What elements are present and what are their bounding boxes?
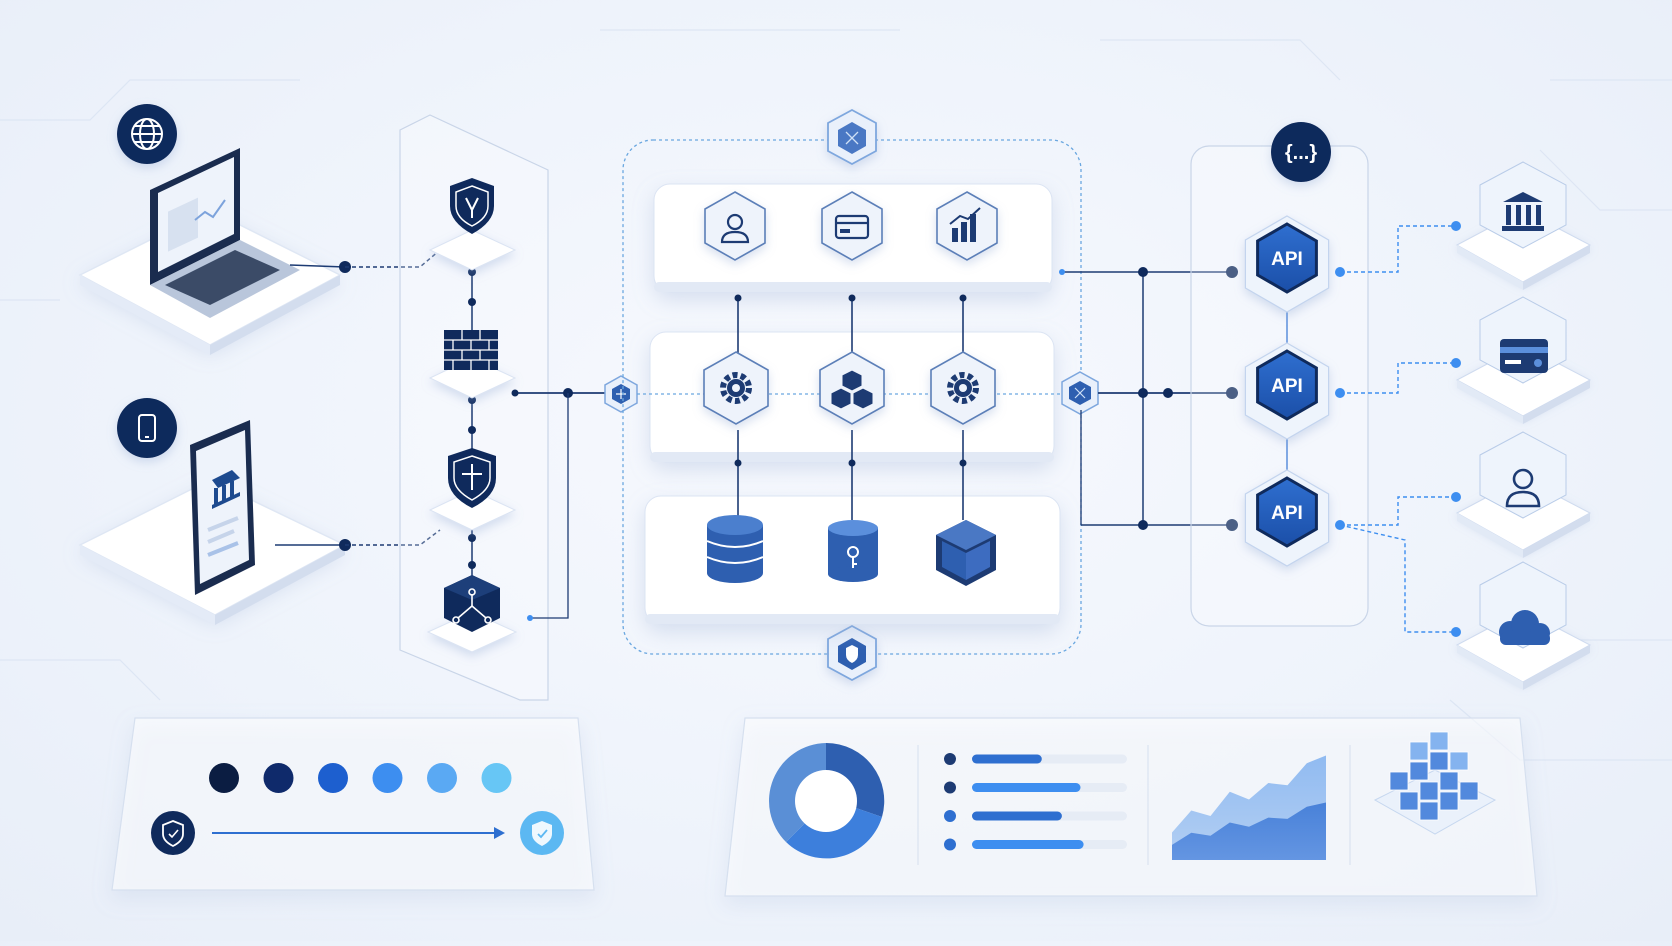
security-tile-shield-check xyxy=(428,448,517,531)
security-core-connectors xyxy=(511,388,620,621)
core-top-hex xyxy=(827,108,877,166)
list-bars xyxy=(944,753,1127,851)
area-series-front xyxy=(1172,802,1326,860)
shield-check-icon xyxy=(448,448,496,508)
external-user xyxy=(1455,431,1592,558)
list-bullet xyxy=(944,838,956,851)
client-laptop-group xyxy=(78,148,342,355)
api-hex xyxy=(1256,349,1318,421)
service-card xyxy=(821,191,883,261)
service-link-dots xyxy=(734,294,967,467)
list-bar xyxy=(972,754,1042,764)
smartphone-icon xyxy=(190,420,255,595)
gear-icon xyxy=(947,372,979,404)
api-label: API xyxy=(1271,376,1303,397)
bank-icon xyxy=(1502,192,1544,231)
list-bullet xyxy=(944,810,956,822)
service-gear-left xyxy=(703,351,769,425)
api-hex xyxy=(1256,476,1318,548)
core-entry-hex xyxy=(604,375,638,413)
gear-icon xyxy=(720,372,752,404)
api-label: API xyxy=(1271,503,1303,524)
external-card xyxy=(1455,296,1592,424)
client-connectors xyxy=(275,249,441,551)
encrypt-end-badge xyxy=(520,811,564,855)
api-label: API xyxy=(1271,249,1303,270)
external-bank xyxy=(1455,161,1592,290)
json-badge: {...} xyxy=(1271,122,1331,182)
card-icon xyxy=(834,214,870,240)
api-hex xyxy=(1256,222,1318,294)
client-mobile-group xyxy=(78,420,347,625)
shield-check-icon xyxy=(532,821,552,846)
palette-dots xyxy=(209,763,512,793)
shield-icon xyxy=(450,178,494,234)
firewall-icon xyxy=(444,330,498,370)
palette-swatch xyxy=(209,763,239,793)
flow-arrow-head xyxy=(494,827,505,839)
cube-cluster-icon xyxy=(1373,731,1497,835)
donut-chart xyxy=(769,742,885,859)
globe-badge xyxy=(117,104,177,164)
bank-icon xyxy=(212,470,240,509)
api-node: API xyxy=(1244,215,1330,313)
list-bullet xyxy=(944,753,956,765)
service-storage-box xyxy=(936,520,996,586)
service-user xyxy=(704,191,766,261)
api-connectors xyxy=(1059,266,1238,531)
box-icon xyxy=(936,520,996,586)
external-connectors xyxy=(1339,225,1456,633)
key-db-icon xyxy=(828,520,878,582)
service-cubes xyxy=(819,351,885,425)
area-chart xyxy=(1172,755,1326,860)
security-tile-firewall xyxy=(428,330,517,399)
card-icon xyxy=(1500,339,1548,373)
list-bar xyxy=(972,811,1062,821)
service-key-store xyxy=(828,520,878,582)
security-column xyxy=(399,114,549,701)
api-nodes: API API API xyxy=(1244,215,1330,567)
user-icon xyxy=(1505,468,1541,508)
encrypt-start-badge xyxy=(151,811,195,855)
database-icon xyxy=(706,515,764,583)
core-exit-hex xyxy=(1061,371,1099,415)
api-node: API xyxy=(1244,342,1330,440)
security-tile-shield xyxy=(428,178,517,271)
palette-swatch xyxy=(372,763,403,793)
palette-swatch xyxy=(263,763,294,793)
smartphone-small-icon xyxy=(138,414,156,442)
security-column-frame xyxy=(399,114,549,701)
external-cloud xyxy=(1455,561,1592,690)
security-tile-network xyxy=(426,575,518,653)
chart-icon xyxy=(949,207,981,242)
cloud-icon xyxy=(1499,610,1550,645)
service-database xyxy=(706,515,764,583)
dashboard-panel xyxy=(724,717,1538,897)
api-node: API xyxy=(1244,469,1330,567)
service-gear-right xyxy=(930,351,996,425)
list-bullet xyxy=(944,781,956,794)
list-bar xyxy=(972,840,1084,849)
json-badge-label: {...} xyxy=(1285,142,1317,164)
palette-swatch xyxy=(427,763,457,793)
globe-icon xyxy=(131,118,163,150)
service-links xyxy=(737,295,964,520)
palette-panel xyxy=(111,717,595,891)
external-connector-dots xyxy=(1335,221,1461,637)
service-analytics xyxy=(936,191,998,261)
palette-swatch xyxy=(318,763,348,793)
user-icon xyxy=(720,213,750,244)
smartphone-badge xyxy=(117,398,177,458)
core-bottom-hex xyxy=(827,624,877,682)
shield-icon xyxy=(162,820,184,848)
network-cube-icon xyxy=(444,575,500,632)
list-bar xyxy=(972,783,1081,792)
cubes-icon xyxy=(830,369,874,410)
palette-swatch xyxy=(481,763,512,793)
laptop-icon xyxy=(150,148,300,318)
